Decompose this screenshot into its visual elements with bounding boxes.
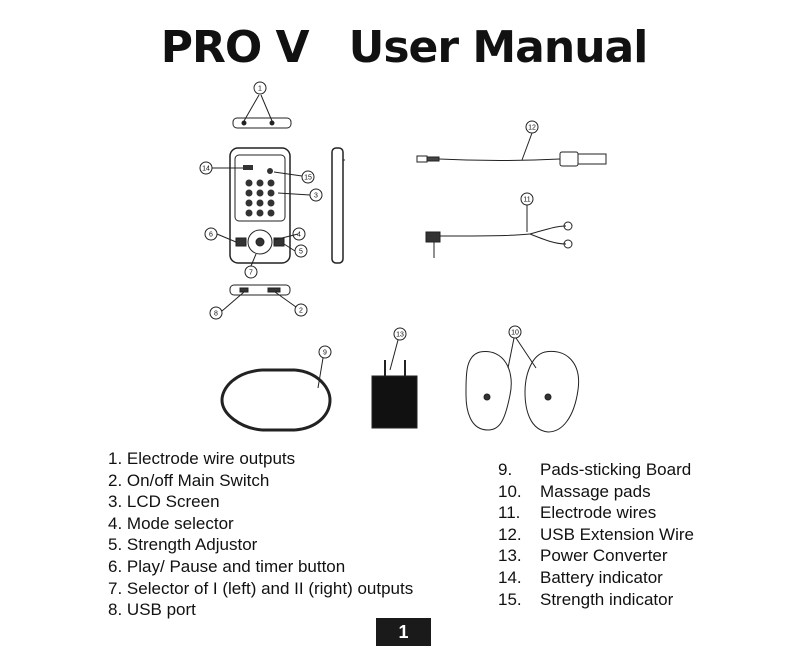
page-title: PRO V User Manual: [0, 22, 808, 73]
electrode-wires: [425, 205, 573, 258]
title-product: PRO V: [160, 22, 310, 73]
list-item: 1. Electrode wire outputs: [108, 449, 296, 468]
device-top-view: [232, 81, 292, 129]
callout-15: 15: [304, 175, 312, 182]
list-item: 5. Strength Adjustor: [108, 535, 258, 555]
list-item: 15.Strength indicator: [498, 589, 674, 609]
pads-sticking-board: [220, 357, 332, 432]
callout-5: 5: [299, 249, 303, 256]
device-bottom-view: [229, 284, 291, 296]
callout-11: 11: [523, 197, 530, 204]
callout-1: 1: [258, 86, 262, 93]
callout-7: 7: [249, 270, 253, 277]
callout-13: 13: [396, 332, 404, 339]
callout-2: 2: [299, 308, 303, 315]
callout-10: 10: [511, 330, 519, 337]
callout-4: 4: [297, 232, 301, 239]
list-item: 7. Selector of I (left) and II (right) o…: [108, 578, 414, 598]
title-manual: User Manual: [348, 22, 649, 73]
parts-list-left: 1. Electrode wire outputs 2. On/off Main…: [108, 448, 413, 621]
callout-9: 9: [323, 350, 327, 357]
callout-14: 14: [202, 166, 210, 173]
callout-8: 8: [214, 311, 218, 318]
list-item: 2. On/off Main Switch: [108, 470, 270, 490]
list-item: 6. Play/ Pause and timer button: [108, 556, 346, 576]
power-converter: [371, 339, 418, 429]
list-item: 4. Mode selector: [108, 513, 234, 533]
device-front-view: [229, 147, 345, 264]
usb-extension-wire: [416, 132, 607, 167]
callout-6: 6: [209, 232, 213, 239]
list-item: 8. USB port: [108, 600, 196, 620]
list-item: 11.Electrode wires: [498, 503, 657, 523]
callout-12: 12: [528, 125, 536, 132]
list-item: 9.Pads-sticking Board: [498, 460, 692, 479]
list-item: 12.USB Extension Wire: [498, 524, 694, 544]
list-item: 3. LCD Screen: [108, 492, 220, 512]
list-item: 10.Massage pads: [498, 481, 651, 501]
page-number: 1: [376, 618, 431, 646]
massage-pads: [465, 337, 580, 433]
callout-3: 3: [314, 193, 318, 200]
list-item: 13.Power Converter: [498, 546, 668, 566]
parts-list-right: 9.Pads-sticking Board 10.Massage pads 11…: [498, 459, 694, 610]
list-item: 14.Battery indicator: [498, 567, 663, 587]
